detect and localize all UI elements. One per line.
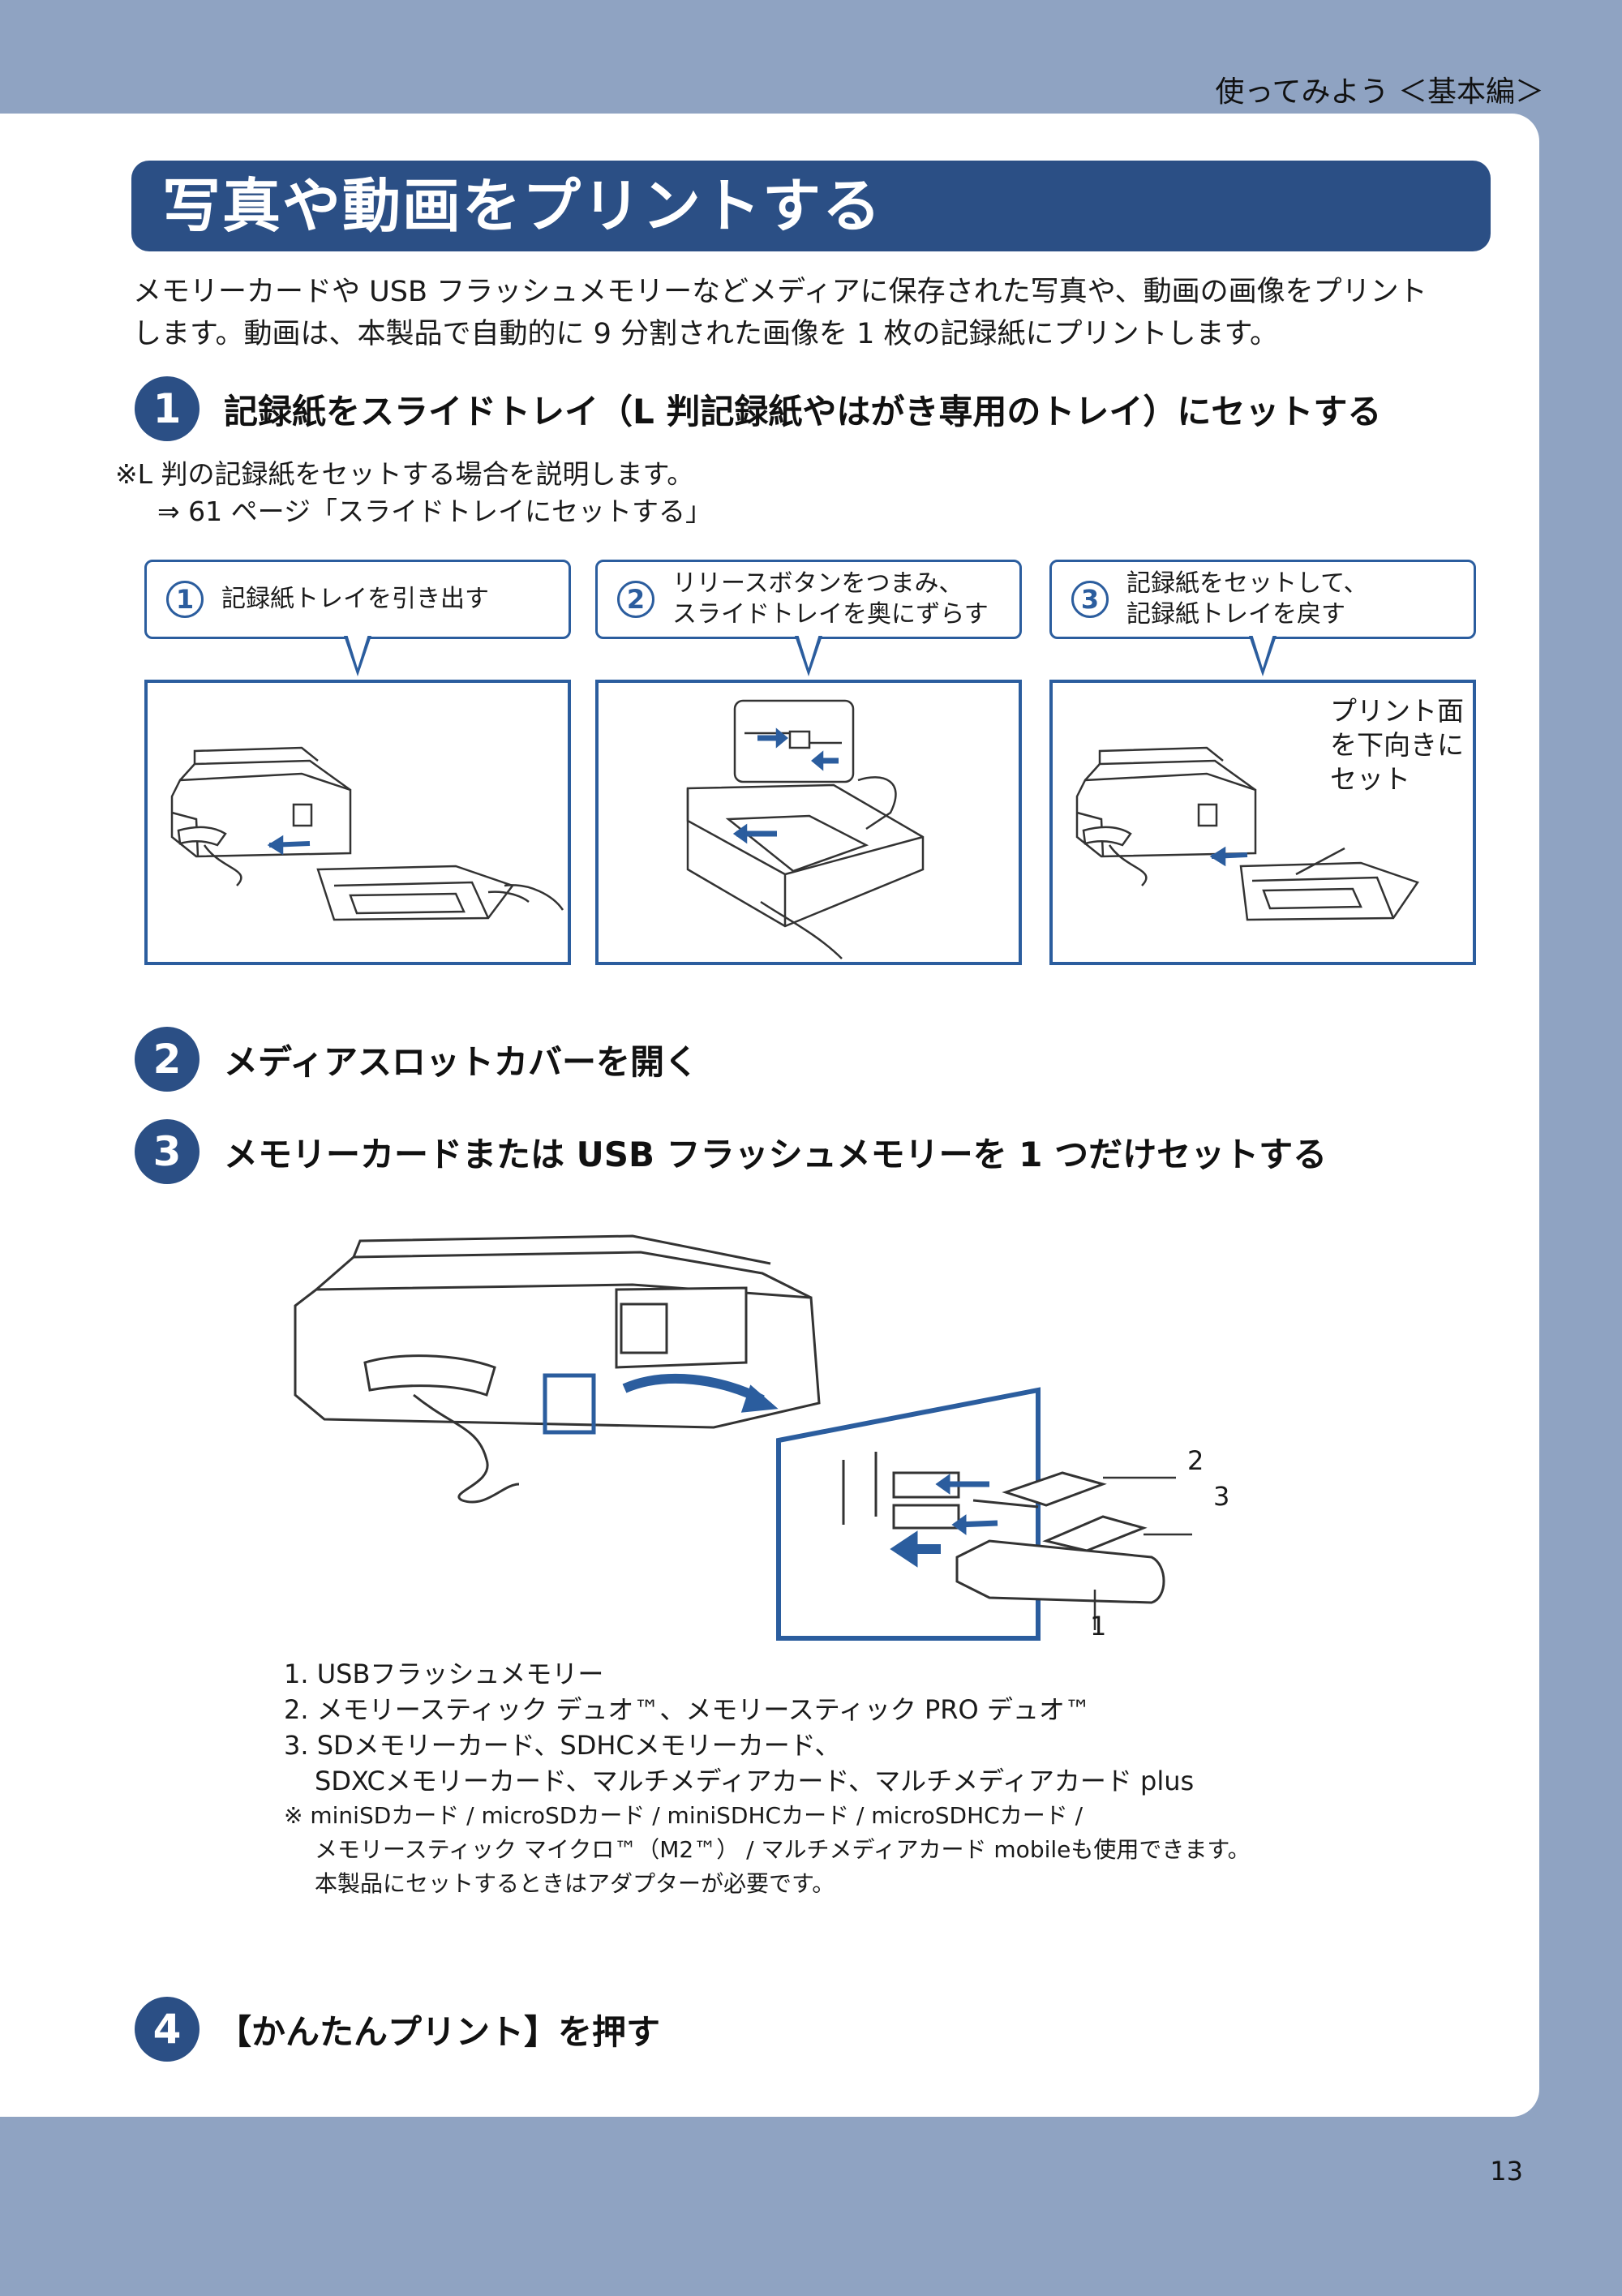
media-note-1: ※ miniSDカード / microSDカード / miniSDHCカード /… bbox=[284, 1802, 1083, 1829]
print-face-note: プリント面 を下向きに セット bbox=[1330, 694, 1464, 796]
page-number: 13 bbox=[1490, 2156, 1523, 2187]
print-face-line-2: を下向きに bbox=[1330, 729, 1464, 761]
step-1-page-reference: ⇒ 61 ページ「スライドトレイにセットする」 bbox=[157, 496, 712, 527]
callout-3: 3 bbox=[1213, 1481, 1230, 1512]
step-4-text: 【かんたんプリント】を押す bbox=[217, 2011, 661, 2052]
panel-1-illustration bbox=[144, 680, 571, 965]
panel-3-number: 3 bbox=[1071, 581, 1109, 618]
media-slot-illustration bbox=[294, 1234, 1192, 1641]
media-note-3: 本製品にセットするときはアダプターが必要です。 bbox=[315, 1870, 835, 1897]
panel-2-label: 2 リリースボタンをつまみ、 スライドトレイを奥にずらす bbox=[595, 560, 1022, 639]
page-sheet bbox=[0, 114, 1539, 2117]
panel-2-number: 2 bbox=[617, 581, 654, 618]
step-1: 1 記録紙をスライドトレイ（L 判記録紙やはがき専用のトレイ）にセットする bbox=[135, 376, 1381, 441]
media-item-2: 2. メモリースティック デュオ™、メモリースティック PRO デュオ™ bbox=[284, 1694, 1091, 1725]
intro-text: メモリーカードや USB フラッシュメモリーなどメディアに保存された写真や、動画… bbox=[133, 271, 1495, 355]
step-2: 2 メディアスロットカバーを開く bbox=[135, 1027, 698, 1092]
step-1-note-line-1: ※L 判の記録紙をセットする場合を説明します。 bbox=[115, 458, 694, 490]
panel-2-pointer bbox=[795, 634, 822, 676]
media-item-1: 1. USBフラッシュメモリー bbox=[284, 1659, 604, 1689]
page-title: 写真や動画をプリントする bbox=[131, 161, 1491, 251]
media-item-3b: SDXCメモリーカード、マルチメディアカード、マルチメディアカード plus bbox=[315, 1766, 1195, 1796]
panel-3-illustration bbox=[1049, 680, 1476, 965]
print-face-line-1: プリント面 bbox=[1330, 695, 1464, 727]
step-2-text: メディアスロットカバーを開く bbox=[224, 1041, 699, 1082]
header-breadcrumb: 使ってみよう ＜基本編＞ bbox=[1215, 75, 1544, 109]
panel-1-number: 1 bbox=[166, 581, 204, 618]
intro-line-2: します。動画は、本製品で自動的に 9 分割された画像を 1 枚の記録紙にプリント… bbox=[133, 318, 1279, 350]
step-1-number: 1 bbox=[135, 376, 200, 441]
panel-3-text-line-2: 記録紙トレイを戻す bbox=[1126, 600, 1345, 629]
step-4: 4 【かんたんプリント】を押す bbox=[135, 1997, 660, 2062]
media-list: 1. USBフラッシュメモリー 2. メモリースティック デュオ™、メモリーステ… bbox=[284, 1656, 1251, 1901]
print-face-line-3: セット bbox=[1330, 763, 1410, 795]
panel-2-text-line-1: リリースボタンをつまみ、 bbox=[672, 569, 963, 598]
panel-3-label: 3 記録紙をセットして、 記録紙トレイを戻す bbox=[1049, 560, 1476, 639]
panel-2-illustration bbox=[595, 680, 1022, 965]
media-note-2: メモリースティック マイクロ™（M2™） / マルチメディアカード mobile… bbox=[315, 1836, 1251, 1863]
panel-1-text: 記録紙トレイを引き出す bbox=[221, 585, 489, 613]
step-4-number: 4 bbox=[135, 1997, 200, 2062]
intro-line-1: メモリーカードや USB フラッシュメモリーなどメディアに保存された写真や、動画… bbox=[133, 276, 1427, 308]
media-item-3a: 3. SDメモリーカード、SDHCメモリーカード、 bbox=[284, 1730, 841, 1761]
step-3-number: 3 bbox=[135, 1119, 200, 1184]
step-1-text: 記録紙をスライドトレイ（L 判記録紙やはがき専用のトレイ）にセットする bbox=[224, 391, 1382, 431]
callout-2: 2 bbox=[1187, 1445, 1204, 1476]
step-2-number: 2 bbox=[135, 1027, 200, 1092]
callout-1: 1 bbox=[1090, 1611, 1107, 1642]
panel-3-pointer bbox=[1249, 634, 1277, 676]
step-1-note: ※L 判の記録紙をセットする場合を説明します。 ⇒ 61 ページ「スライドトレイ… bbox=[115, 456, 712, 530]
panel-3-text-line-1: 記録紙をセットして、 bbox=[1126, 569, 1368, 598]
step-3-text: メモリーカードまたは USB フラッシュメモリーを 1 つだけセットする bbox=[224, 1134, 1328, 1174]
panel-2-text-line-2: スライドトレイを奥にずらす bbox=[672, 600, 989, 629]
panel-1-pointer bbox=[344, 634, 371, 676]
panel-1-label: 1 記録紙トレイを引き出す bbox=[144, 560, 571, 639]
step-3: 3 メモリーカードまたは USB フラッシュメモリーを 1 つだけセットする bbox=[135, 1119, 1327, 1184]
